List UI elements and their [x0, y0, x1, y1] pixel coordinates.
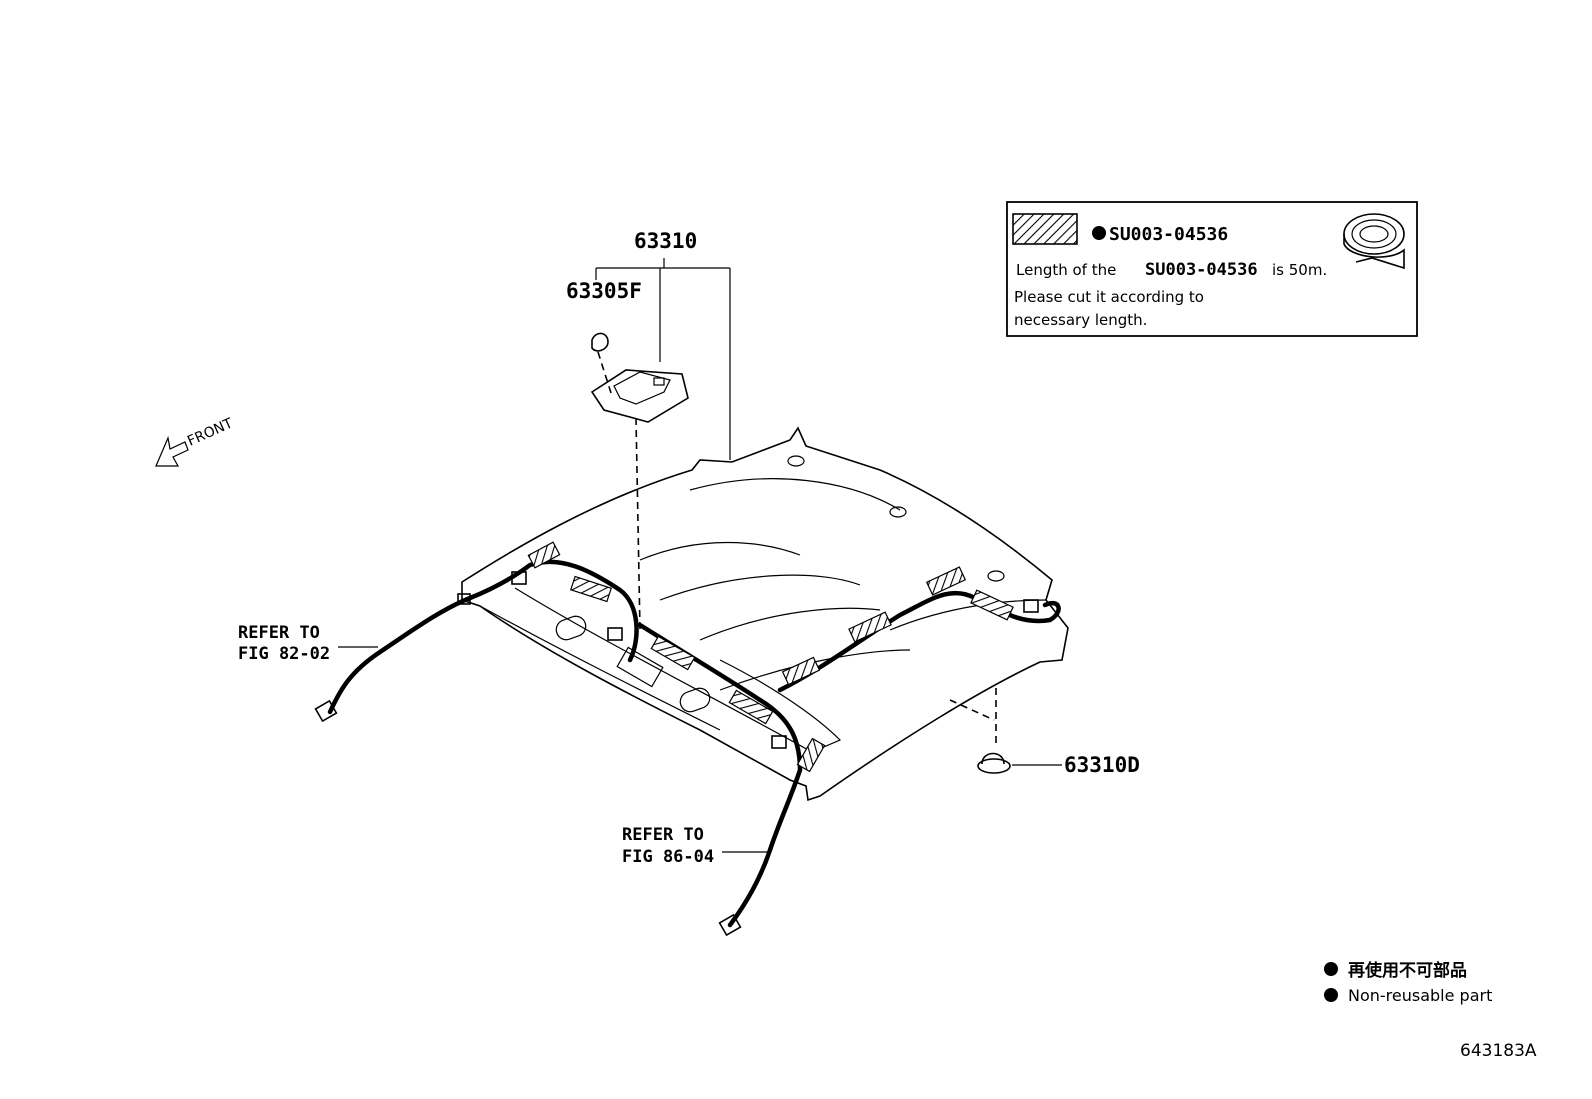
note-line1-prefix: Length of the [1016, 261, 1116, 279]
roof-headliner [461, 426, 1069, 802]
legend-japanese: 再使用不可部品 [1348, 960, 1467, 981]
front-label: FRONT [185, 415, 236, 449]
tape-note-box: SU003-04536 Length of the SU003-04536 is… [1006, 201, 1418, 337]
part-label-63305F: 63305F [566, 279, 642, 303]
tape-roll-icon [1343, 213, 1405, 270]
refer-to-82-02-line2: FIG 82-02 [238, 644, 330, 664]
legend-english: Non-reusable part [1348, 986, 1492, 1005]
refer-to-86-04-line1: REFER TO [622, 825, 704, 845]
non-reusable-dot-icon [1092, 226, 1106, 240]
figure-id: 643183A [1460, 1041, 1537, 1061]
tape-pieces [527, 541, 1014, 773]
wire-harness [314, 559, 1061, 937]
note-line1-code: SU003-04536 [1145, 260, 1258, 280]
tape-swatch [1012, 213, 1078, 245]
note-part-code: SU003-04536 [1109, 224, 1228, 245]
front-arrow-icon [155, 435, 189, 467]
legend-dot-icon-2 [1324, 988, 1338, 1002]
refer-to-82-02-line1: REFER TO [238, 623, 320, 643]
legend-dot-icon [1324, 962, 1338, 976]
part-label-63310D: 63310D [1064, 753, 1140, 777]
legend: 再使用不可部品 Non-reusable part [1324, 960, 1492, 1005]
note-line2: Please cut it according to [1014, 288, 1204, 306]
note-line1-suffix: is 50m. [1272, 261, 1327, 279]
part-label-63310: 63310 [634, 229, 697, 253]
clip-63310D-icon [977, 752, 1011, 774]
note-line3: necessary length. [1014, 311, 1147, 329]
map-lamp-bracket [590, 369, 689, 423]
clip-63305F-icon [591, 332, 609, 352]
refer-to-86-04-line2: FIG 86-04 [622, 847, 714, 867]
